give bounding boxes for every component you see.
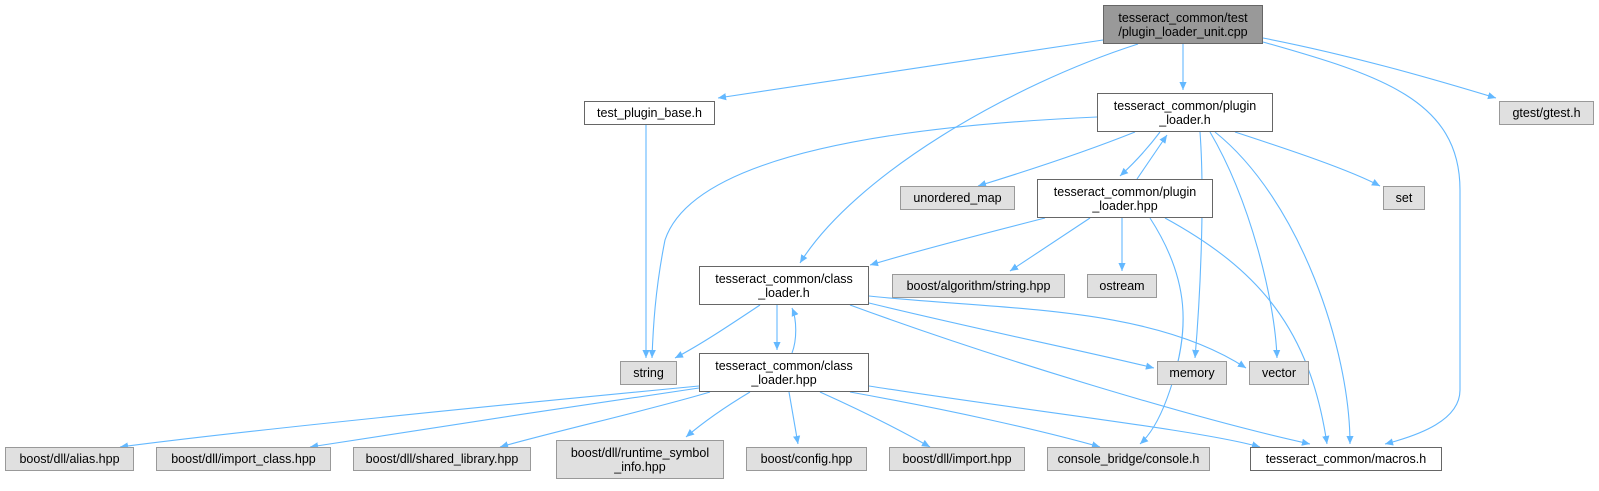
edge-class-loader-hpp-to-dll-import	[819, 391, 931, 448]
node-boost-dll-runtime-symbol-info: boost/dll/runtime_symbol _info.hpp	[556, 440, 724, 479]
edge-class-loader-h-to-macros	[849, 304, 1311, 446]
edge-class-loader-h-to-memory	[868, 302, 1155, 370]
edge-class-loader-hpp-to-macros	[868, 385, 1261, 449]
node-boost-dll-shared-library: boost/dll/shared_library.hpp	[353, 447, 531, 471]
edge-class-loader-hpp-to-dll-alias	[119, 385, 700, 450]
edge-class-loader-h-to-vector	[868, 295, 1247, 369]
edge-class-loader-h-to-string	[674, 304, 761, 359]
node-class-loader-hpp[interactable]: tesseract_common/class _loader.hpp	[699, 353, 869, 392]
node-plugin-loader-h[interactable]: tesseract_common/plugin _loader.h	[1097, 93, 1273, 132]
edge-class-loader-hpp-to-dll-runtime-symbol	[685, 391, 751, 438]
edge-plugin-loader-hpp-to-plugin-loader-h	[1136, 134, 1168, 180]
edge-plugin-loader-hpp-to-class-loader-h	[869, 217, 1046, 267]
node-ostream: ostream	[1087, 274, 1157, 298]
node-root-file: tesseract_common/test /plugin_loader_uni…	[1103, 5, 1263, 44]
node-vector: vector	[1249, 361, 1309, 385]
edge-root-to-gtest	[1262, 37, 1497, 100]
node-boost-dll-alias: boost/dll/alias.hpp	[5, 447, 134, 471]
edge-class-loader-hpp-to-console-bridge	[849, 391, 1101, 449]
edge-plugin-loader-h-to-string	[648, 116, 1098, 359]
node-unordered-map: unordered_map	[900, 186, 1015, 210]
node-console-bridge: console_bridge/console.h	[1047, 447, 1210, 471]
node-memory: memory	[1157, 361, 1227, 385]
edge-plugin-loader-h-to-set	[1234, 131, 1381, 187]
edge-plugin-loader-h-to-plugin-loader-hpp	[1119, 131, 1161, 177]
edge-plugin-loader-hpp-to-macros	[1164, 217, 1330, 445]
node-class-loader-h[interactable]: tesseract_common/class _loader.h	[699, 266, 869, 305]
edge-root-to-test-plugin-base	[717, 39, 1104, 101]
node-tesseract-macros[interactable]: tesseract_common/macros.h	[1250, 447, 1442, 471]
edge-class-loader-hpp-to-dll-import-class	[309, 387, 700, 450]
node-boost-dll-import: boost/dll/import.hpp	[889, 447, 1025, 471]
node-boost-config: boost/config.hpp	[746, 447, 867, 471]
edge-plugin-loader-h-to-macros	[1214, 131, 1354, 445]
node-boost-algorithm-string: boost/algorithm/string.hpp	[892, 274, 1065, 298]
edge-plugin-loader-h-to-memory	[1192, 131, 1203, 359]
node-plugin-loader-hpp[interactable]: tesseract_common/plugin _loader.hpp	[1037, 179, 1213, 218]
node-string: string	[620, 361, 677, 385]
edge-plugin-loader-hpp-to-boost-algorithm	[1009, 217, 1091, 272]
node-gtest: gtest/gtest.h	[1499, 101, 1594, 125]
edge-plugin-loader-h-to-vector	[1209, 131, 1281, 359]
node-boost-dll-import-class: boost/dll/import_class.hpp	[156, 447, 331, 471]
edge-class-loader-hpp-to-dll-shared-library	[499, 391, 711, 449]
node-test-plugin-base[interactable]: test_plugin_base.h	[584, 101, 715, 125]
edge-class-loader-hpp-to-boost-config	[788, 391, 801, 445]
edge-root-to-macros	[1262, 41, 1461, 446]
edge-plugin-loader-h-to-unordered-map	[977, 131, 1136, 188]
edge-class-loader-hpp-to-class-loader-h	[791, 307, 799, 354]
node-set: set	[1383, 186, 1425, 210]
edge-root-to-class-loader-h	[799, 43, 1139, 264]
